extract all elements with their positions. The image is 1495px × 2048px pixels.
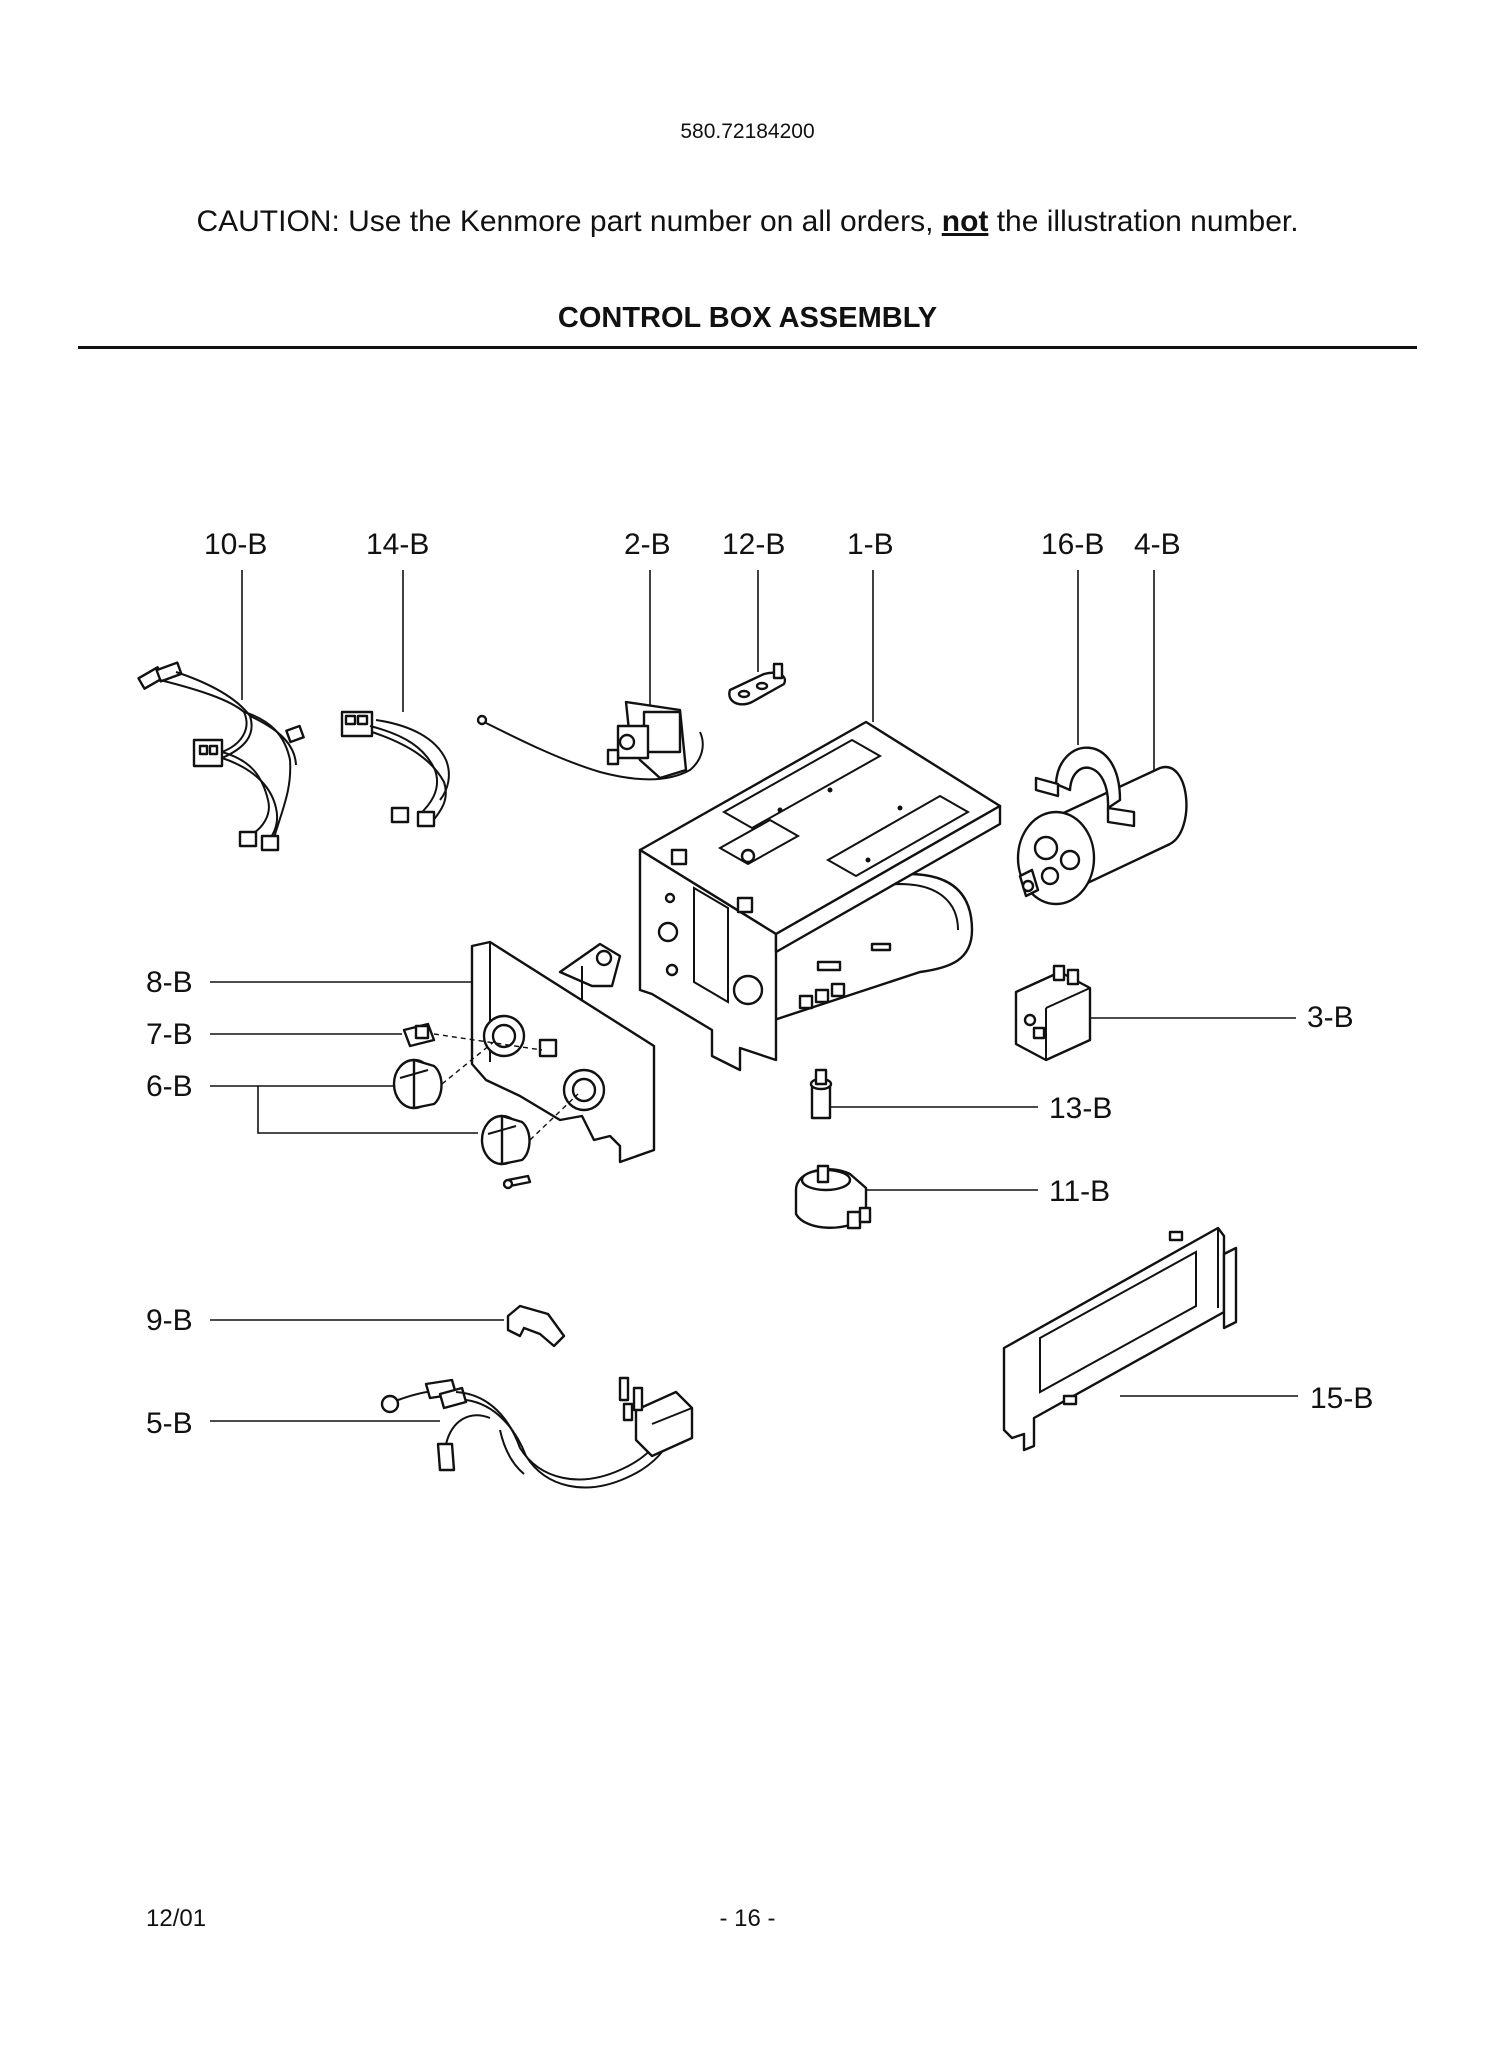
- callout-13-b: 13-B: [1049, 1092, 1112, 1125]
- callout-8-b: 8-B: [146, 966, 193, 999]
- caution-emphasis: not: [941, 205, 989, 238]
- wire-harness-14b: [340, 710, 450, 828]
- callout-1-b: 1-B: [847, 528, 894, 561]
- wire-harness-10b: [137, 661, 305, 852]
- footer-date: 12/01: [146, 1905, 207, 1932]
- callout-5-b: 5-B: [146, 1407, 193, 1440]
- clamp-12b: [728, 662, 787, 706]
- power-cord-5b: [380, 1376, 694, 1489]
- callout-7-b: 7-B: [146, 1018, 193, 1051]
- callout-6-b: 6-B: [146, 1070, 193, 1103]
- control-box-1b: [638, 720, 1002, 1072]
- callout-14-b: 14-B: [366, 528, 429, 561]
- model-number: 580.72184200: [680, 120, 815, 143]
- panel-bracket-8b: [470, 940, 656, 1164]
- callout-11-b: 11-B: [1049, 1175, 1110, 1208]
- callout-3-b: 3-B: [1307, 1001, 1354, 1034]
- strap-16b: [1034, 746, 1136, 828]
- section-title: CONTROL BOX ASSEMBLY: [557, 302, 938, 334]
- clip-9b: [506, 1304, 566, 1348]
- page-number: - 16 -: [719, 1905, 776, 1932]
- callout-2-b: 2-B: [624, 528, 671, 561]
- callout-10-b: 10-B: [204, 528, 267, 561]
- leader-lines: [210, 570, 1298, 1422]
- bushing-13b: [809, 1068, 833, 1120]
- callout-12-b: 12-B: [722, 528, 785, 561]
- timer-motor-11b: [794, 1164, 872, 1230]
- title-rule: [78, 346, 1417, 349]
- callout-4-b: 4-B: [1134, 528, 1181, 561]
- callout-16-b: 16-B: [1041, 528, 1104, 561]
- selector-switch-3b: [1014, 964, 1092, 1062]
- callout-9-b: 9-B: [146, 1304, 193, 1337]
- caution-suffix: the illustration number.: [988, 205, 1299, 238]
- capacitor-4b: [1016, 765, 1188, 906]
- cover-plate-15b: [1002, 1226, 1238, 1452]
- caution-note: CAUTION: Use the Kenmore part number on …: [0, 205, 1495, 239]
- knobs-6b: [392, 1039, 579, 1190]
- callout-15-b: 15-B: [1310, 1382, 1373, 1415]
- caution-prefix: CAUTION: Use the Kenmore part number on …: [196, 205, 942, 238]
- switch-7b: [402, 1022, 543, 1051]
- thermostat-2b: [476, 700, 704, 781]
